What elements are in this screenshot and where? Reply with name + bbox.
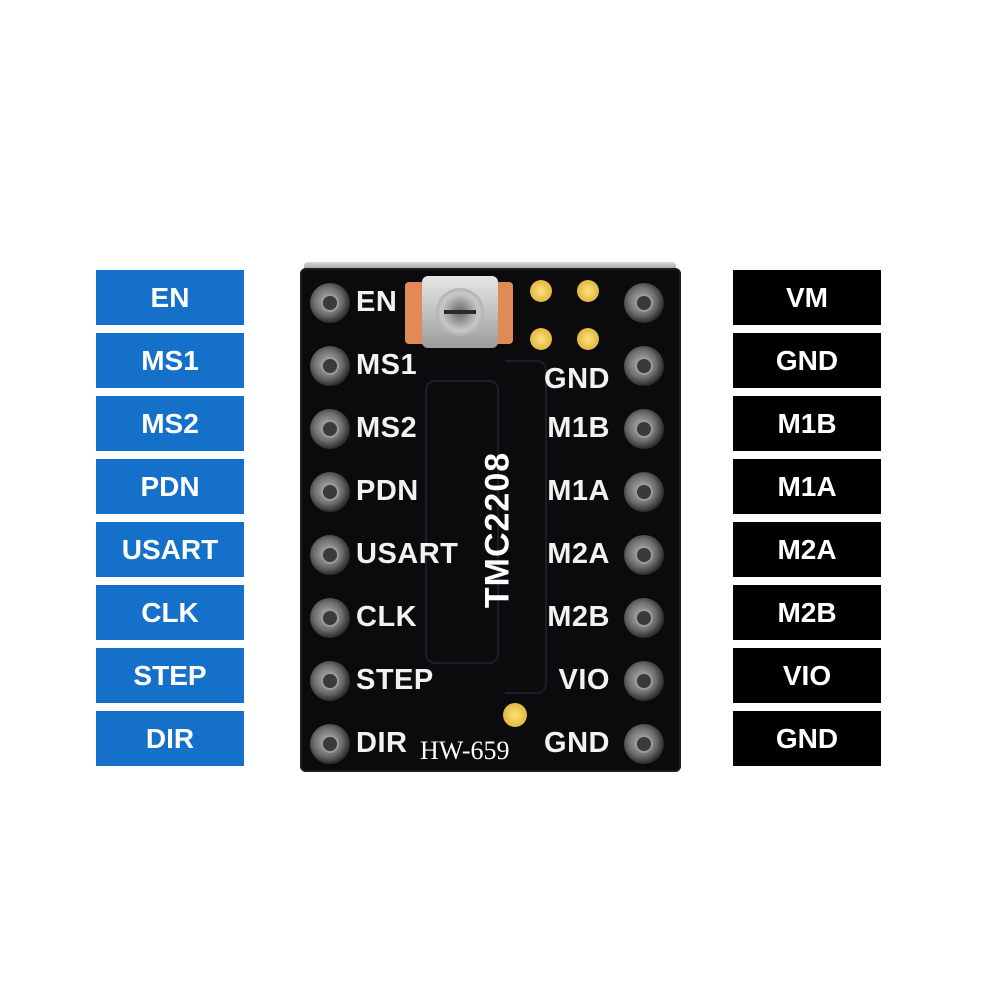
header-pin-right-1 xyxy=(624,283,664,323)
silk-dir: DIR xyxy=(356,727,408,759)
header-pin-right-7 xyxy=(624,661,664,701)
silk-vio: VIO xyxy=(558,664,610,696)
pin-label-m2a: M2A xyxy=(733,522,881,577)
pin-label-usart: USART xyxy=(96,522,244,577)
pin-label-m1b: M1B xyxy=(733,396,881,451)
gold-pad xyxy=(503,703,527,727)
pin-label-gnd-top: GND xyxy=(733,333,881,388)
chip-name: TMC2208 xyxy=(478,451,517,609)
pin-label-vio: VIO xyxy=(733,648,881,703)
header-pin-left-8 xyxy=(310,724,350,764)
header-pin-left-4 xyxy=(310,472,350,512)
pin-label-en: EN xyxy=(96,270,244,325)
header-pin-left-5 xyxy=(310,535,350,575)
pcb-trace xyxy=(505,360,547,694)
driver-board xyxy=(300,268,681,772)
pin-label-pdn: PDN xyxy=(96,459,244,514)
silk-en: EN xyxy=(356,286,398,318)
pin-label-ms2: MS2 xyxy=(96,396,244,451)
pin-label-step: STEP xyxy=(96,648,244,703)
silk-gnd-bottom: GND xyxy=(544,727,610,759)
left-pin-labels: EN MS1 MS2 PDN USART CLK STEP DIR xyxy=(96,270,244,774)
header-pin-left-7 xyxy=(310,661,350,701)
silk-ms1: MS1 xyxy=(356,349,418,381)
right-pin-labels: VM GND M1B M1A M2A M2B VIO GND xyxy=(733,270,881,774)
pin-label-ms1: MS1 xyxy=(96,333,244,388)
silk-usart: USART xyxy=(356,538,459,570)
gold-pad xyxy=(530,328,552,350)
header-pin-left-2 xyxy=(310,346,350,386)
silk-m1a: M1A xyxy=(547,475,610,507)
silk-m2b: M2B xyxy=(547,601,610,633)
pin-label-vm: VM xyxy=(733,270,881,325)
pcb-trace xyxy=(425,380,499,664)
gold-pad xyxy=(530,280,552,302)
pin-label-m2b: M2B xyxy=(733,585,881,640)
silk-m1b: M1B xyxy=(547,412,610,444)
silk-ms2: MS2 xyxy=(356,412,418,444)
model-number: HW-659 xyxy=(420,736,510,765)
silk-pdn: PDN xyxy=(356,475,419,507)
silk-clk: CLK xyxy=(356,601,418,633)
gold-pad xyxy=(577,328,599,350)
header-pin-right-5 xyxy=(624,535,664,575)
header-pin-left-6 xyxy=(310,598,350,638)
board-top-edge xyxy=(304,262,676,272)
header-pin-right-2 xyxy=(624,346,664,386)
header-pin-right-3 xyxy=(624,409,664,449)
header-pin-left-3 xyxy=(310,409,350,449)
pin-label-gnd-bottom: GND xyxy=(733,711,881,766)
silk-step: STEP xyxy=(356,664,434,696)
gold-pad xyxy=(577,280,599,302)
header-pin-left-1 xyxy=(310,283,350,323)
silk-m2a: M2A xyxy=(547,538,610,570)
pin-label-dir: DIR xyxy=(96,711,244,766)
header-pin-right-4 xyxy=(624,472,664,512)
pin-label-clk: CLK xyxy=(96,585,244,640)
potentiometer-slot xyxy=(444,310,476,314)
pin-label-m1a: M1A xyxy=(733,459,881,514)
header-pin-right-8 xyxy=(624,724,664,764)
header-pin-right-6 xyxy=(624,598,664,638)
silk-gnd-top: GND xyxy=(544,363,610,395)
